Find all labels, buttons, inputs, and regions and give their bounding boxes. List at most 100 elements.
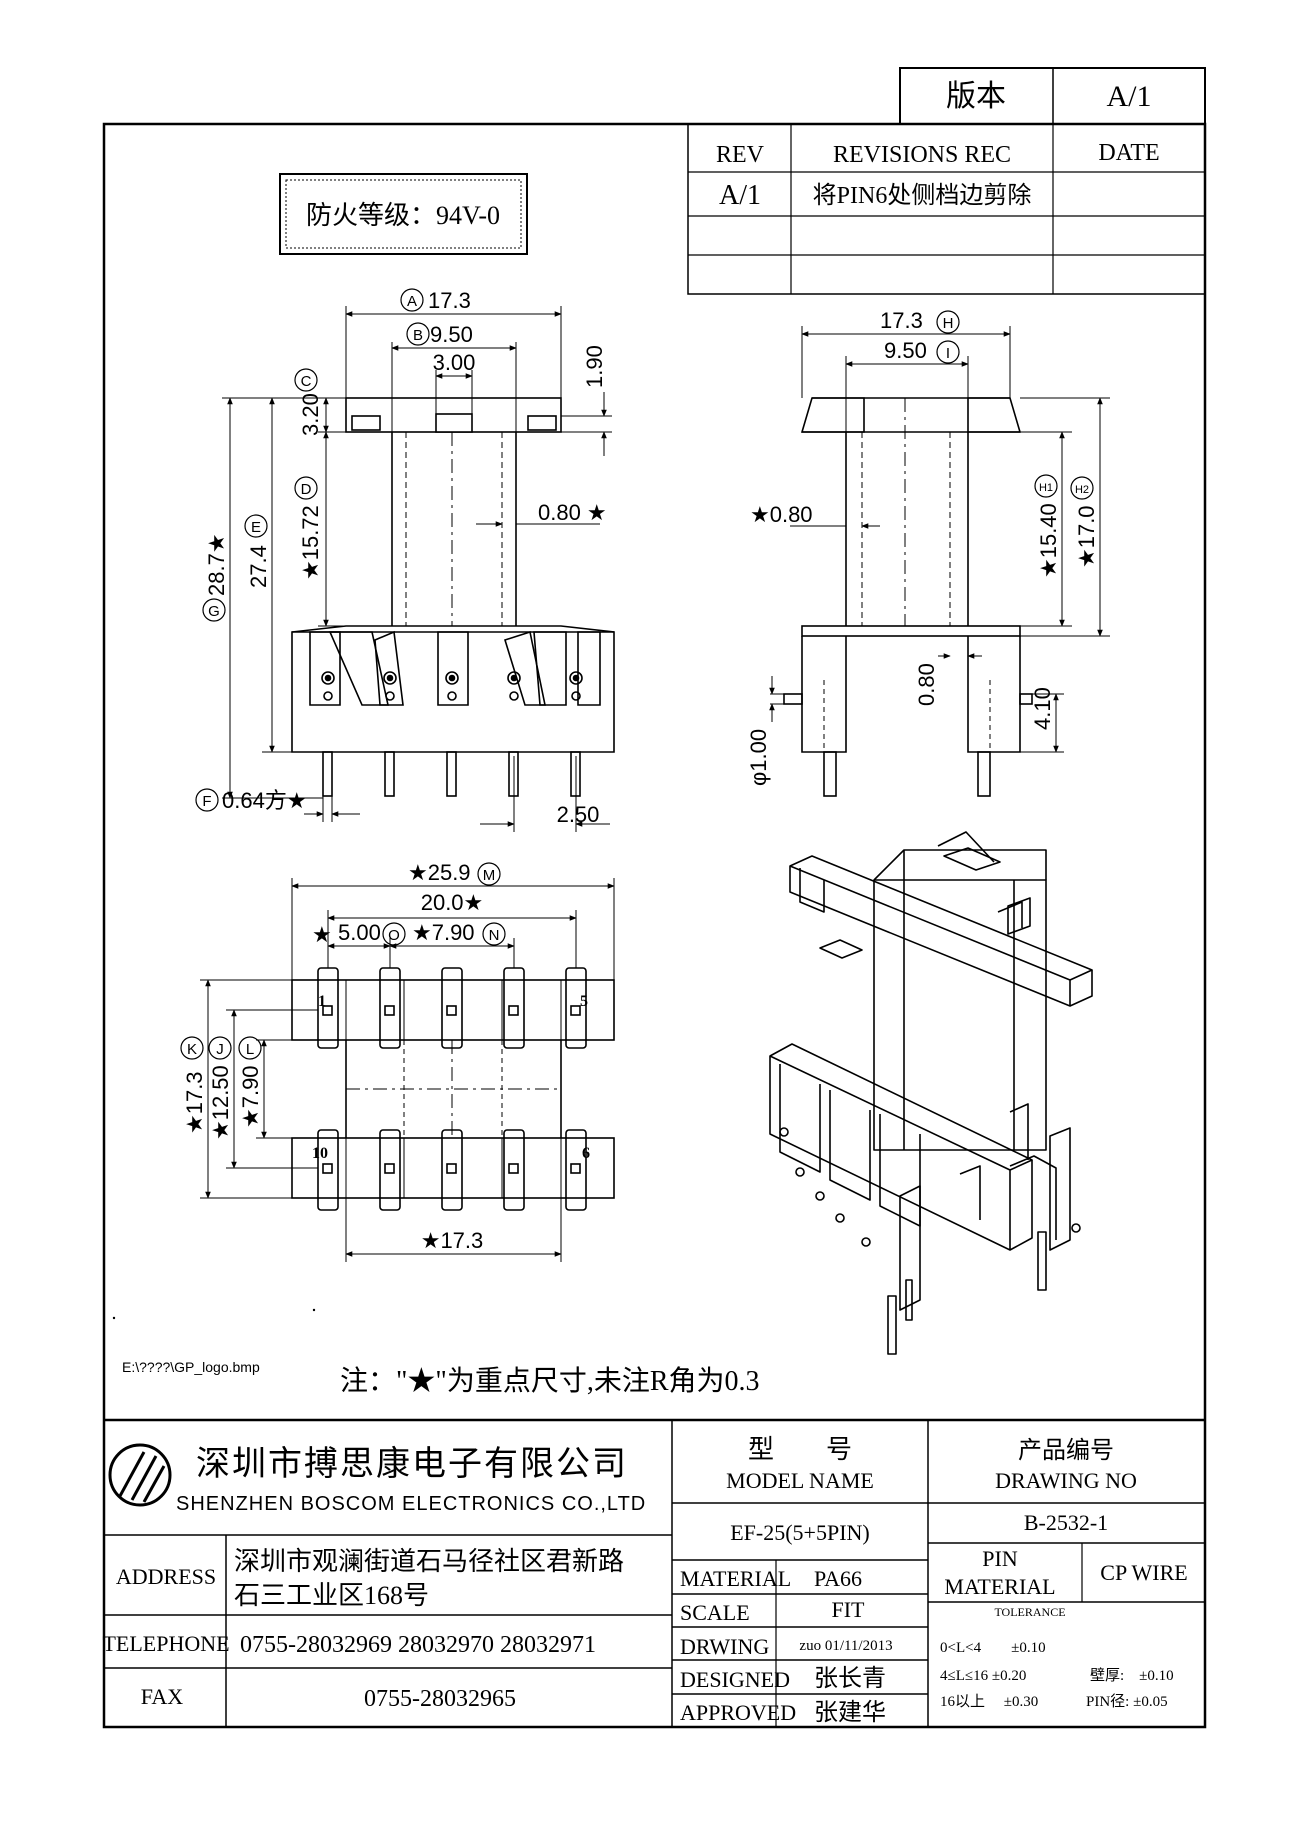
tolerance-label: TOLERANCE: [994, 1605, 1065, 1619]
drawing-note: 注："★"为重点尺寸,未注R角为0.3: [340, 1365, 760, 1397]
front-view: [291, 397, 615, 797]
mark-h: [936, 310, 960, 334]
dim-l: ★7.90: [238, 1065, 263, 1128]
tick-dot: [112, 1316, 116, 1320]
pin-10: 10: [312, 1145, 328, 1162]
approved-value: 张建华: [814, 1699, 886, 1726]
telephone-value: 0755-28032969 28032970 28032971: [240, 1632, 596, 1658]
dim-wall: 0.80 ★: [538, 500, 607, 525]
mark-g-letter: G: [208, 603, 220, 620]
rev-date-header: DATE: [1098, 140, 1159, 166]
pin-material-value: CP WIRE: [1100, 1560, 1187, 1585]
pin-1: 1: [318, 993, 326, 1010]
material-label: MATERIAL: [680, 1566, 791, 1591]
pin-material-label-2: MATERIAL: [944, 1574, 1055, 1599]
tolerance-wall: 壁厚: ±0.10: [1090, 1667, 1174, 1684]
dim-i: 9.50: [884, 338, 927, 363]
mark-o: [382, 922, 406, 946]
mark-o-letter: O: [388, 927, 400, 944]
address-line2: 石三工业区168号: [234, 1581, 429, 1610]
version-value: A/1: [1107, 80, 1152, 113]
mark-f: [195, 788, 219, 812]
main-frame: [102, 122, 1207, 1729]
mark-h1: [1034, 474, 1058, 498]
company-logo: [108, 1443, 172, 1507]
rev-rec-header: REVISIONS REC: [833, 142, 1011, 168]
dim-m: ★25.9: [408, 860, 471, 885]
mark-e-letter: E: [251, 519, 261, 536]
revision-table: REV REVISIONS REC DATE A/1 将PIN6处侧档边剪除: [687, 123, 1206, 295]
isometric-view: [769, 831, 1093, 1355]
drawing-no-value: B-2532-1: [1024, 1510, 1108, 1535]
pin-6: 6: [582, 1145, 590, 1162]
drawing-no-label-cn: 产品编号: [1018, 1437, 1114, 1464]
mark-g: [202, 598, 226, 622]
bottom-view-dimensions: [200, 878, 615, 1262]
logo-path: E:\????\GP_logo.bmp: [122, 1359, 260, 1375]
title-block: [104, 1418, 1205, 1727]
rev-row-rec: 将PIN6处侧档边剪除: [813, 182, 1032, 209]
company-name-cn: 深圳市搏思康电子有限公司: [196, 1445, 628, 1483]
mark-f-letter: F: [202, 793, 211, 810]
mark-i: [936, 340, 960, 364]
dim-inner: 20.0★: [421, 890, 484, 915]
dim-c: 3.20: [298, 393, 323, 436]
dim-o-star: ★: [312, 922, 332, 947]
pin-material-label-1: PIN: [982, 1546, 1018, 1571]
mark-n: [482, 922, 506, 946]
designed-value: 张长青: [814, 1665, 886, 1692]
mark-h1-letter: H1: [1039, 482, 1053, 494]
dim-b: 9.50: [430, 322, 473, 347]
mark-m-letter: M: [483, 867, 496, 884]
mark-m: [477, 862, 501, 886]
model-value: EF-25(5+5PIN): [730, 1520, 870, 1545]
pin-5: 5: [580, 993, 588, 1010]
mark-a-letter: A: [407, 293, 417, 310]
fax-value: 0755-28032965: [364, 1686, 516, 1712]
front-view-dimensions: [222, 306, 612, 832]
mark-h-letter: H: [943, 315, 954, 332]
dim-d: ★15.72: [298, 505, 323, 580]
drwing-value: zuo 01/11/2013: [799, 1638, 892, 1654]
approved-label: APPROVED: [680, 1700, 796, 1725]
mark-l: [238, 1036, 262, 1060]
mark-c-letter: C: [301, 373, 312, 390]
side-view-dimensions: [769, 326, 1110, 753]
dim-core: 3.00: [433, 350, 476, 375]
bottom-view-labels: ★25.9 M 20.0★ ★ 5.00 O ★7.90 N K ★17.3 J…: [180, 860, 590, 1253]
tolerance-row-1: 0<L<4 ±0.10: [940, 1640, 1046, 1656]
mark-b: [406, 322, 430, 346]
scale-value: FIT: [832, 1597, 866, 1622]
dim-h2: ★17.0: [1074, 505, 1099, 568]
mark-j: [208, 1036, 232, 1060]
model-label-cn: 型 号: [748, 1435, 852, 1464]
mark-j-letter: J: [216, 1041, 224, 1058]
scale-label: SCALE: [680, 1600, 750, 1625]
dim-h: 17.3: [880, 308, 923, 333]
fire-rating: 防火等级：94V-0: [306, 201, 500, 230]
address-line1: 深圳市观澜街道石马径社区君新路: [234, 1547, 624, 1576]
rev-row-rev: A/1: [719, 180, 761, 211]
dim-h1: ★15.40: [1036, 503, 1061, 578]
mark-i-letter: I: [946, 345, 950, 362]
mark-l-letter: L: [246, 1041, 254, 1058]
dim-f: 0.64方★: [222, 788, 307, 813]
side-view: [783, 397, 1033, 797]
dim-g: 28.7★: [204, 533, 229, 596]
tolerance-row-2: 4≤L≤16 ±0.20: [940, 1668, 1026, 1684]
drawing-no-label-en: DRAWING NO: [995, 1468, 1137, 1493]
mark-d: [294, 476, 318, 500]
tolerance-row-3: 16以上 ±0.30: [940, 1693, 1038, 1710]
mark-b-letter: B: [413, 327, 423, 344]
dim-k: ★17.3: [182, 1071, 207, 1134]
dim-side-wall: ★0.80: [750, 502, 813, 527]
mark-n-letter: N: [489, 927, 500, 944]
mark-k: [180, 1036, 204, 1060]
version-box: 版本 A/1: [899, 67, 1206, 125]
dim-bottom: ★17.3: [421, 1228, 484, 1253]
mark-d-letter: D: [301, 481, 312, 498]
designed-label: DESIGNED: [680, 1667, 790, 1692]
front-view-labels: A 17.3 B 9.50 3.00 1.90 C 3.20 D ★15.72 …: [195, 288, 607, 827]
fax-label: FAX: [141, 1684, 183, 1709]
rev-header: REV: [716, 142, 765, 168]
